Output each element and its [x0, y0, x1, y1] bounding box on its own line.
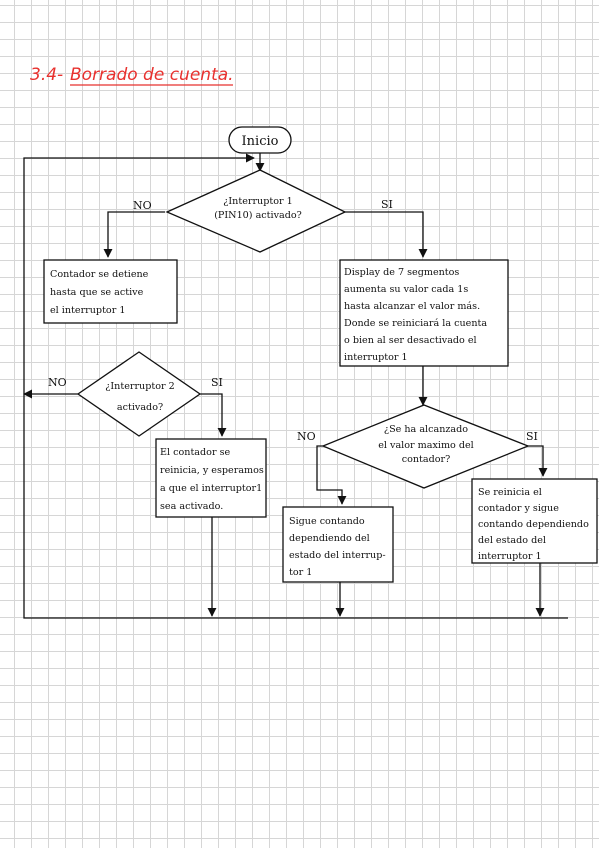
decision3-yes-label: SI	[526, 430, 538, 443]
section-number: 3.4-	[30, 65, 63, 85]
decision1-yes-label: SI	[381, 198, 393, 211]
decision2-shape	[76, 351, 202, 437]
box-display-shape	[339, 259, 509, 367]
box-reinicia-sigue: Se reinicia el contador y sigue contando…	[471, 478, 598, 564]
box-display-line-5: o bien al ser desactivado el	[344, 335, 477, 346]
decision1-no-label: NO	[133, 199, 152, 212]
decision-interruptor-2: ¿Interruptor 2 activado? NO SI	[48, 351, 223, 437]
decision3-line-1: ¿Se ha alcanzado	[384, 424, 468, 435]
box-reinicia-espera: El contador se reinicia, y esperamos a q…	[155, 438, 267, 518]
box-display-line-1: Display de 7 segmentos	[344, 267, 459, 278]
connector-d3-yes	[526, 445, 548, 477]
decision3-line-3: contador?	[402, 454, 451, 465]
box-reset-wait-shape	[155, 438, 267, 518]
connector-d3-no	[316, 445, 347, 505]
box-reset-continue-line-5: interruptor 1	[478, 551, 542, 562]
box-reset-wait-line-1: El contador se	[160, 447, 231, 458]
box-stop-shape	[43, 259, 178, 324]
start-shape	[228, 126, 292, 154]
decision2-no-label: NO	[48, 376, 67, 389]
decision2-yes-label: SI	[211, 376, 223, 389]
decision1-shape	[165, 169, 347, 253]
box-reset-continue-line-1: Se reinicia el	[478, 487, 542, 498]
decision3-line-2: el valor maximo del	[378, 440, 474, 451]
box-sigue-contando: Sigue contando dependiendo del estado de…	[282, 506, 394, 583]
decision2-line-1: ¿Interruptor 2	[105, 381, 175, 392]
box-reset-continue-line-4: del estado del	[478, 535, 546, 546]
decision-valor-maximo: ¿Se ha alcanzado el valor maximo del con…	[297, 404, 538, 489]
start-label: Inicio	[242, 134, 279, 149]
box-display-line-4: Donde se reiniciará la cuenta	[344, 318, 487, 329]
box-reset-continue-shape	[471, 478, 598, 564]
start-terminal: Inicio	[228, 126, 292, 154]
box-display-line-6: interruptor 1	[344, 352, 408, 363]
decision3-no-label: NO	[297, 430, 316, 443]
box-display-line-2: aumenta su valor cada 1s	[344, 284, 468, 295]
decision3-shape	[321, 404, 530, 489]
box-reset-continue-line-3: contando dependiendo	[478, 519, 589, 530]
box-reset-wait-line-4: sea activado.	[160, 501, 223, 512]
box-contador-detiene: Contador se detiene hasta que se active …	[43, 259, 178, 324]
decision1-line-1: ¿Interruptor 1	[223, 196, 293, 207]
box-stop-line-1: Contador se detiene	[50, 269, 149, 280]
box-stop-line-2: hasta que se active	[50, 287, 144, 298]
section-heading: 3.4- Borrado de cuenta.	[30, 65, 234, 86]
box-stop-line-3: el interruptor 1	[50, 305, 125, 316]
box-keep-line-4: tor 1	[289, 567, 312, 578]
connectors	[23, 153, 568, 619]
box-keep-shape	[282, 506, 394, 583]
connector-d1-yes	[340, 211, 428, 258]
decision2-line-2: activado?	[117, 402, 163, 413]
decision1-line-2: (PIN10) activado?	[214, 210, 302, 221]
connector-d1-no	[103, 211, 165, 258]
box-keep-line-2: dependiendo del	[289, 533, 370, 544]
connector-loop-back	[23, 153, 568, 619]
box-keep-line-1: Sigue contando	[289, 516, 365, 527]
connector-d2-yes	[200, 393, 227, 437]
section-title: Borrado de cuenta.	[70, 65, 234, 85]
box-reset-wait-line-2: reinicia, y esperamos	[160, 465, 264, 476]
box-display-segmentos: Display de 7 segmentos aumenta su valor …	[339, 259, 509, 367]
box-display-line-3: hasta alcanzar el valor más.	[344, 301, 480, 312]
box-reset-wait-line-3: a que el interruptor1	[160, 483, 262, 494]
box-reset-continue-line-2: contador y sigue	[478, 503, 559, 514]
decision-interruptor-1: ¿Interruptor 1 (PIN10) activado? NO SI	[133, 169, 393, 253]
box-keep-line-3: estado del interrup-	[289, 550, 386, 561]
